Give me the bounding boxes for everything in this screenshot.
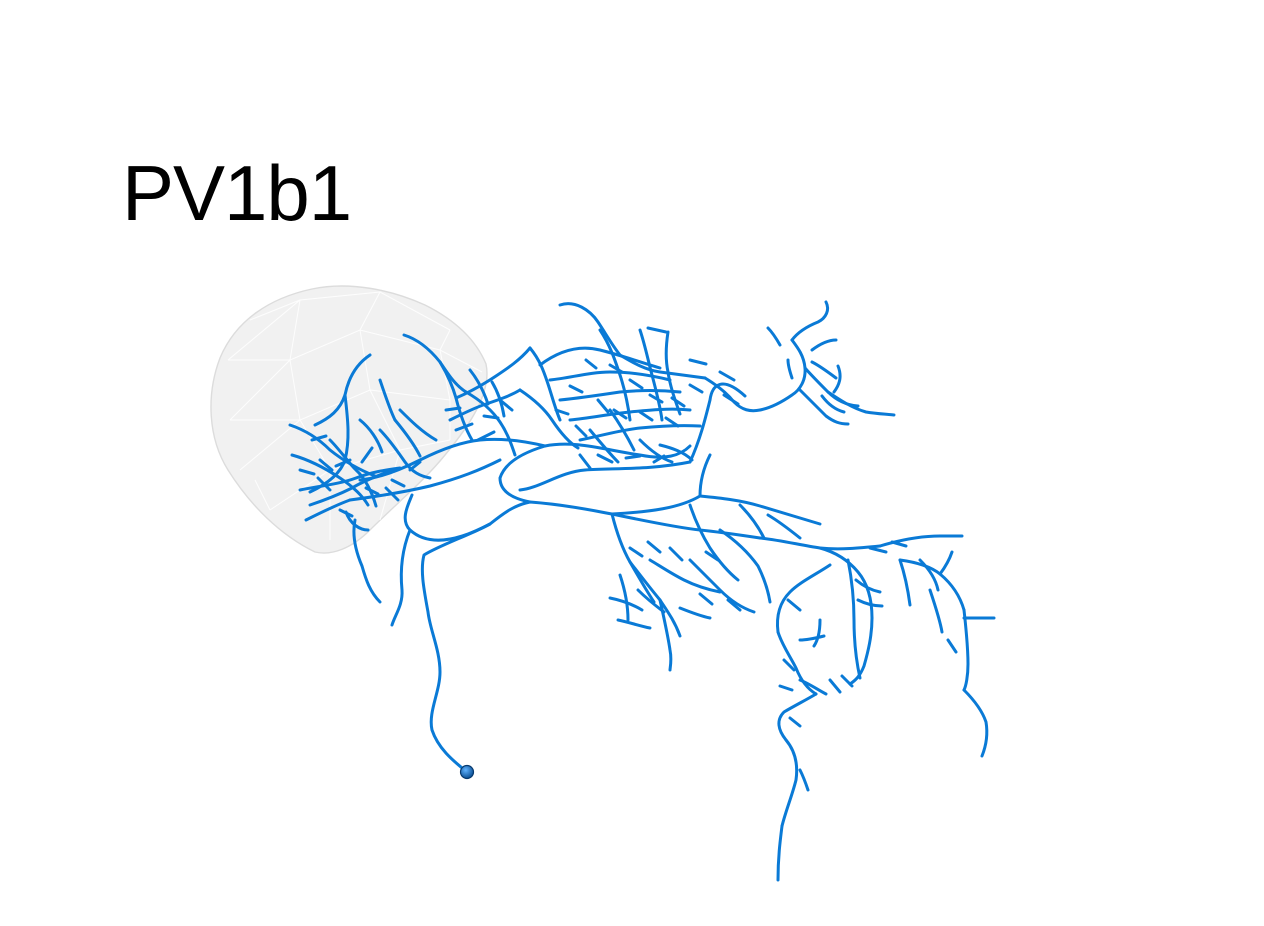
neuropil-mesh xyxy=(210,285,488,554)
neuron-arbor xyxy=(288,300,996,882)
neuron-type-label: PV1b1 xyxy=(122,149,352,237)
soma-marker xyxy=(459,764,475,780)
